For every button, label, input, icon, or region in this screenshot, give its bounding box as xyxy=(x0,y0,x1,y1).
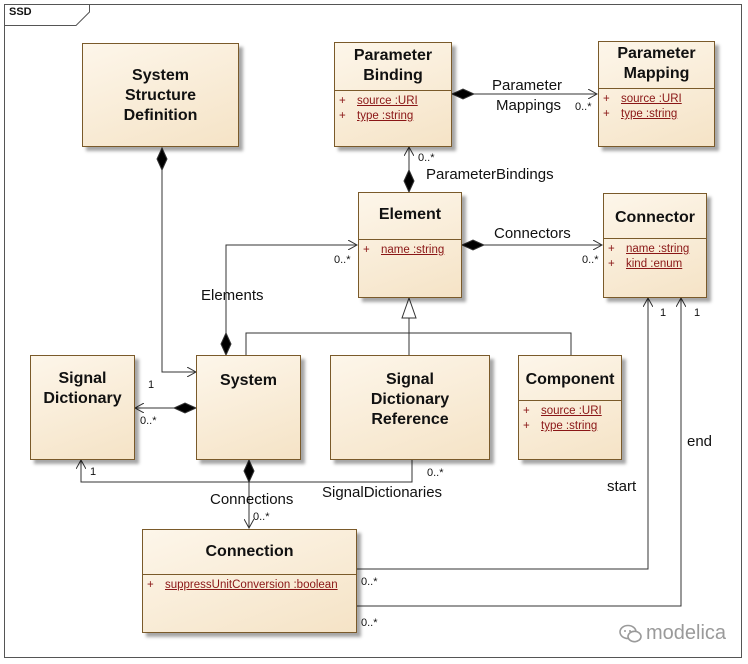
attribute-list: +source :URI +type :string xyxy=(599,88,714,122)
class-connection[interactable]: Connection +suppressUnitConversion :bool… xyxy=(142,529,357,633)
label-signal-dictionaries: SignalDictionaries xyxy=(322,484,443,501)
mult-ssd-system: 1 xyxy=(148,379,155,391)
wechat-icon xyxy=(619,624,642,643)
class-system-structure-definition[interactable]: System Structure Definition xyxy=(82,43,239,147)
class-name: Component xyxy=(525,371,615,388)
label-parameter-mappings-line2: Mappings xyxy=(496,97,562,114)
attribute: +name :string xyxy=(363,244,445,256)
attribute: +source :URI xyxy=(523,405,602,417)
class-connector[interactable]: Connector +name :string +kind :enum xyxy=(603,193,707,298)
class-name: System Structure Definition xyxy=(123,67,198,124)
attribute: +kind :enum xyxy=(608,258,683,270)
assoc-end xyxy=(357,298,681,607)
mult-start-many: 0..* xyxy=(361,576,378,588)
class-element[interactable]: Element +name :string xyxy=(358,192,462,298)
generalization-triangle xyxy=(401,296,417,319)
mult-connector: 0..* xyxy=(582,254,599,266)
assoc-ssd-system xyxy=(161,148,196,372)
class-name: Connector xyxy=(615,209,695,226)
watermark-text: modelica xyxy=(646,622,727,644)
mult-start-one: 1 xyxy=(660,307,667,319)
label-start: start xyxy=(607,478,637,495)
class-parameter-mapping[interactable]: Parameter Mapping +source :URI +type :st… xyxy=(598,41,715,147)
class-component[interactable]: Component +source :URI +type :string xyxy=(518,355,622,460)
class-system[interactable]: System xyxy=(196,355,301,460)
attribute-list: +source :URI +type :string xyxy=(519,400,621,434)
label-parameter-bindings: ParameterBindings xyxy=(426,166,554,183)
attribute: +type :string xyxy=(603,108,678,120)
label-parameter-mappings-line1: Parameter xyxy=(492,77,563,94)
generalization-branch-system xyxy=(245,332,572,355)
diamond-system-left xyxy=(172,402,198,414)
assoc-start xyxy=(357,298,648,570)
diamond-system-bottom xyxy=(243,458,255,484)
attribute-list: +suppressUnitConversion :boolean xyxy=(143,574,356,593)
attribute: +suppressUnitConversion :boolean xyxy=(147,579,338,591)
class-name: Signal Dictionary Reference xyxy=(370,371,450,428)
mult-signal-dictionary-ref-many: 0..* xyxy=(427,467,444,479)
assoc-signal-dictionaries xyxy=(81,460,413,483)
attribute: +source :URI xyxy=(339,95,418,107)
attribute-list: +name :string +kind :enum xyxy=(604,238,706,272)
frame-label: SSD xyxy=(9,6,32,18)
label-end: end xyxy=(687,433,713,450)
mult-end-one: 1 xyxy=(694,307,701,319)
mult-parameter-mapping: 0..* xyxy=(575,101,592,113)
diamond-parameter-binding xyxy=(450,88,476,100)
attribute: +type :string xyxy=(339,110,414,122)
attribute-list: +source :URI +type :string xyxy=(335,90,451,124)
label-connectors: Connectors xyxy=(494,225,571,242)
label-elements: Elements xyxy=(201,287,264,304)
attribute: +source :URI xyxy=(603,93,682,105)
class-name: System xyxy=(220,372,277,389)
mult-signal-dictionary: 0..* xyxy=(140,415,157,427)
class-signal-dictionary-reference[interactable]: Signal Dictionary Reference xyxy=(330,355,490,460)
class-name: Parameter Mapping xyxy=(617,45,696,82)
assoc-elements xyxy=(225,245,357,355)
diamond-ssd xyxy=(156,146,168,172)
class-parameter-binding[interactable]: Parameter Binding +source :URI +type :st… xyxy=(334,42,452,147)
diagram-frame xyxy=(4,4,742,658)
class-name: Signal Dictionary xyxy=(43,370,122,407)
diamond-system-top xyxy=(220,331,232,357)
class-name: Parameter Binding xyxy=(353,47,433,84)
attribute-list: +name :string xyxy=(359,239,461,258)
class-name: Element xyxy=(378,206,442,223)
class-signal-dictionary[interactable]: Signal Dictionary xyxy=(30,355,135,460)
class-name: Connection xyxy=(205,543,294,560)
attribute: +name :string xyxy=(608,243,690,255)
mult-signal-dictionary-ref-one: 1 xyxy=(90,466,97,478)
mult-connection: 0..* xyxy=(253,511,270,523)
label-connections: Connections xyxy=(210,491,294,508)
mult-element: 0..* xyxy=(334,254,351,266)
diamond-element-top xyxy=(403,168,415,194)
diamond-element-right xyxy=(460,239,486,251)
attribute: +type :string xyxy=(523,420,598,432)
mult-parameter-binding: 0..* xyxy=(418,152,435,164)
mult-end-many: 0..* xyxy=(361,617,378,629)
frame-tab xyxy=(4,4,90,26)
